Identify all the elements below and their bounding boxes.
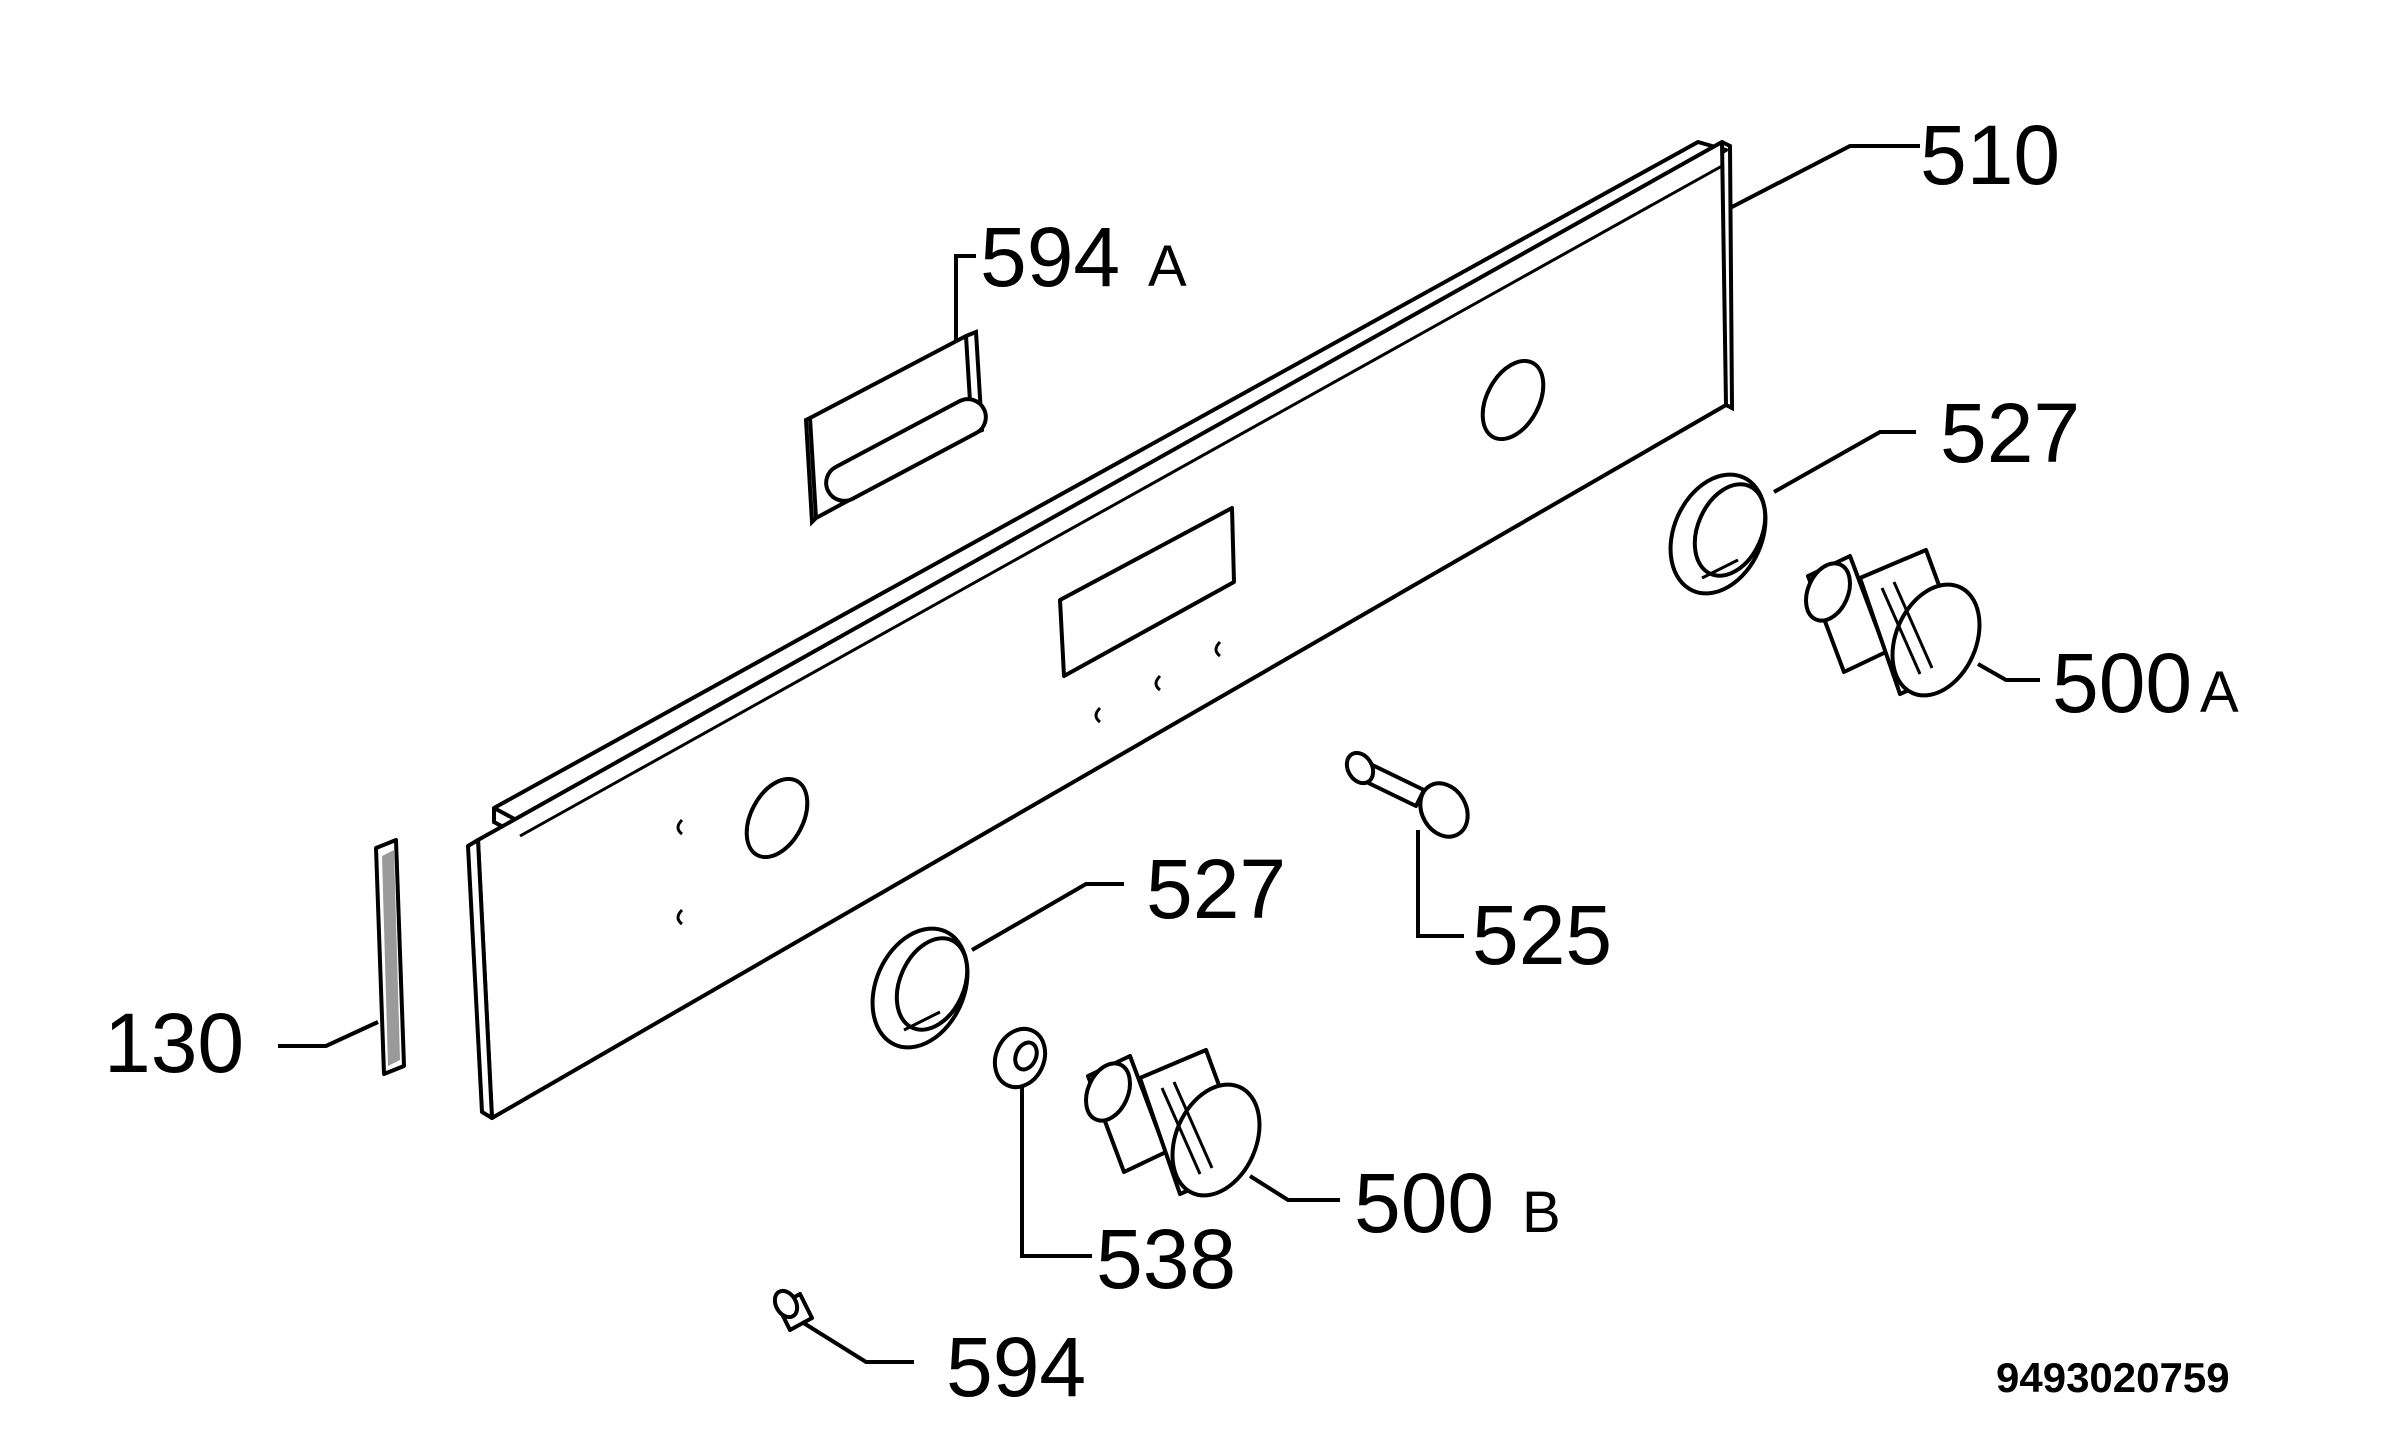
label-538: 538 xyxy=(1096,1212,1236,1306)
label-594: 594 xyxy=(946,1320,1086,1414)
label-500a-suffix: A xyxy=(2200,660,2239,725)
ring-527-top xyxy=(1668,472,1768,596)
label-500b-suffix: B xyxy=(1522,1180,1561,1245)
leader-lines xyxy=(278,144,2040,1364)
label-510: 510 xyxy=(1920,108,2060,202)
control-panel-510 xyxy=(466,140,1735,1120)
label-130: 130 xyxy=(104,996,244,1090)
label-500a: 500 xyxy=(2052,636,2192,730)
label-527-bottom: 527 xyxy=(1146,842,1286,936)
ring-527-bottom xyxy=(870,926,970,1050)
screw-525 xyxy=(1344,750,1470,839)
drawing-code: 9493020759 xyxy=(1996,1354,2230,1401)
side-strip-130 xyxy=(374,838,406,1076)
knob-500b xyxy=(1084,1048,1262,1198)
knob-500a xyxy=(1804,548,1982,698)
label-594a: 594 xyxy=(980,210,1120,304)
label-527-top: 527 xyxy=(1940,386,2080,480)
bracket-594a xyxy=(803,329,988,527)
label-525: 525 xyxy=(1472,888,1612,982)
washer-538 xyxy=(992,1026,1048,1090)
label-594a-suffix: A xyxy=(1148,234,1187,299)
label-500b: 500 xyxy=(1354,1156,1494,1250)
